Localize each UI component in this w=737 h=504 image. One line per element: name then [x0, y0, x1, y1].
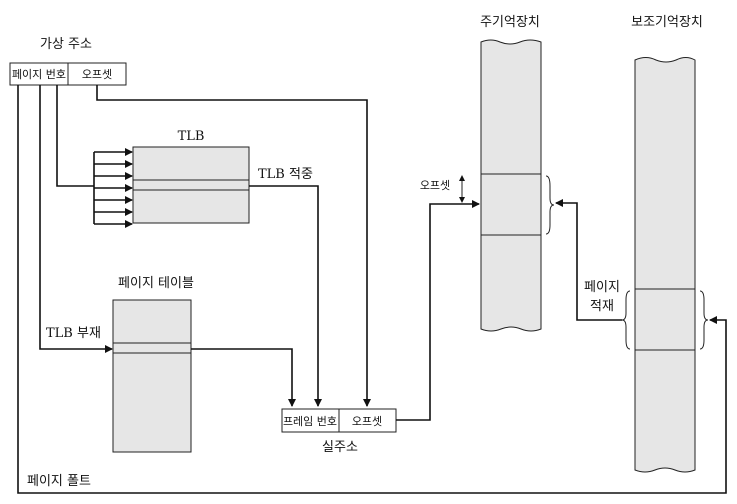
tlb-miss-label: TLB 부재: [46, 326, 101, 341]
offset-label: 오프셋: [82, 68, 112, 81]
page-table-to-frame-arrow: [191, 348, 296, 407]
tlb-box: [132, 146, 250, 224]
page-fault-arrow: [17, 85, 727, 494]
secondary-memory-page: [634, 288, 696, 351]
main-memory-page-bracket: [545, 175, 555, 235]
page-fault-label: 페이지 폴트: [27, 474, 91, 489]
tlb-miss-arrow: [39, 85, 113, 353]
offset-indicator-arrowhead: [459, 197, 465, 203]
main-memory-page-frame: [480, 173, 542, 236]
secondary-right-bracket: [699, 290, 709, 350]
page-table-label: 페이지 테이블: [118, 276, 194, 291]
real-offset-label: 오프셋: [352, 415, 382, 428]
tlb-hit-label: TLB 적중: [258, 167, 313, 182]
real-address-to-main-memory-arrow: [396, 200, 480, 421]
page-number-to-tlb-line: [56, 85, 94, 187]
page-table-box: [112, 299, 192, 453]
secondary-memory-label: 보조기억장치: [631, 15, 703, 30]
page-load-arrow: [555, 199, 622, 321]
secondary-memory-column: [634, 57, 696, 473]
main-memory-label: 주기억장치: [480, 15, 540, 30]
secondary-left-bracket: [621, 290, 631, 350]
tlb-label: TLB: [178, 129, 205, 144]
page-load-label-line2: 적재: [590, 299, 614, 314]
offset-to-real-address-arrow: [96, 85, 371, 407]
offset-indicator-arrowhead: [459, 175, 465, 181]
virtual-address-label: 가상 주소: [40, 37, 92, 52]
page-number-label: 페이지 번호: [12, 68, 66, 81]
real-address-label: 실주소: [322, 440, 358, 455]
tlb-hit-arrow: [249, 185, 322, 407]
main-offset-label: 오프셋: [420, 179, 450, 192]
frame-number-label: 프레임 번호: [283, 415, 337, 428]
page-load-label-line1: 페이지: [584, 280, 620, 295]
